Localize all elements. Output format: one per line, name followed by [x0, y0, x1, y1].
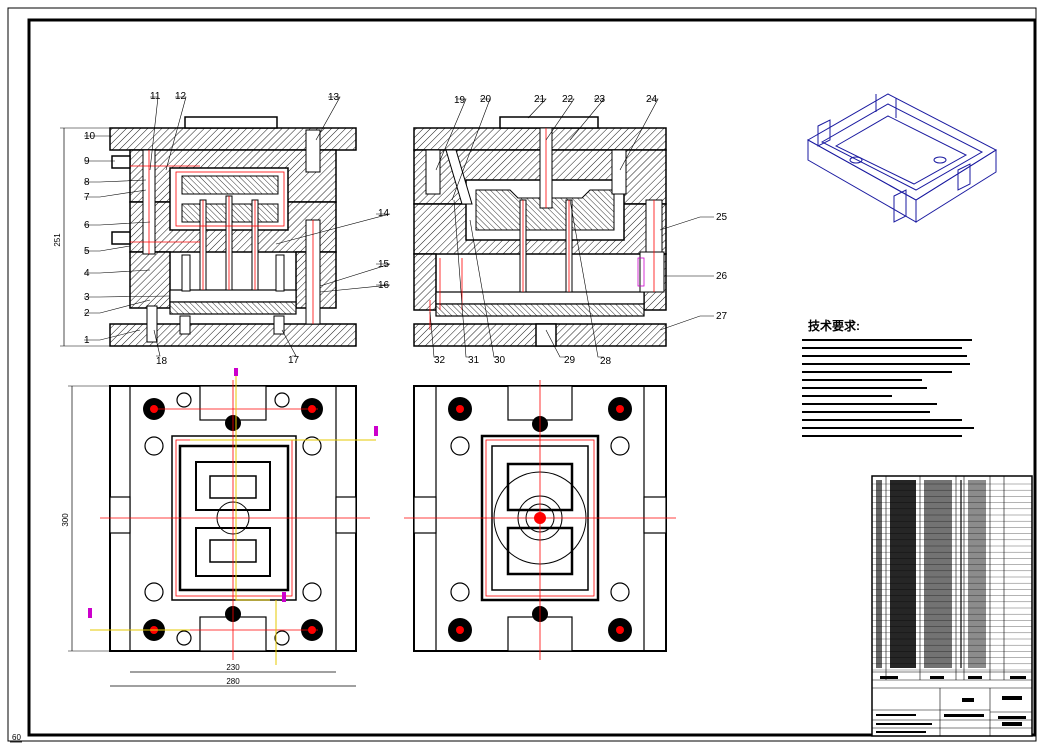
part-label-27: 27	[716, 311, 728, 322]
part-label-16: 16	[378, 280, 390, 291]
part-label-7: 7	[84, 192, 90, 203]
part-label-25: 25	[716, 212, 728, 223]
part-label-1: 1	[84, 335, 90, 346]
dim-width-outer: 280	[226, 677, 240, 686]
dim-height-left: 251	[53, 233, 62, 247]
dim-width-inner: 230	[226, 663, 240, 672]
left-plan-view: 300 230 280	[61, 368, 378, 687]
part-label-19: 19	[454, 95, 466, 106]
right-section-view	[413, 116, 667, 347]
part-label-15: 15	[378, 259, 390, 270]
corner-mark: 60	[12, 733, 21, 742]
part-label-24: 24	[646, 94, 658, 105]
left-section-view: 2 5 1	[53, 116, 357, 347]
part-label-22: 22	[562, 94, 574, 105]
part-label-20: 20	[480, 94, 492, 105]
part-label-21: 21	[534, 94, 546, 105]
dim-height-plan: 300	[61, 513, 70, 527]
part-label-30: 30	[494, 355, 506, 366]
part-label-10: 10	[84, 131, 96, 142]
part-label-6: 6	[84, 220, 90, 231]
part-label-13: 13	[328, 92, 340, 103]
part-label-3: 3	[84, 292, 90, 303]
part-label-9: 9	[84, 156, 90, 167]
part-label-17: 17	[288, 355, 300, 366]
part-label-12: 12	[175, 91, 187, 102]
title-block	[871, 475, 1033, 737]
part-label-5: 5	[84, 246, 90, 257]
part-number-labels: 1 2 3 4 5 6 7 8 9 10 11 12 13 14 15 16 1…	[84, 91, 728, 367]
part-label-31: 31	[468, 355, 480, 366]
part-label-11: 11	[150, 91, 161, 102]
part-label-29: 29	[564, 355, 576, 366]
part-label-18: 18	[156, 356, 168, 367]
part-label-26: 26	[716, 271, 728, 282]
right-plan-view	[404, 380, 676, 660]
part-label-4: 4	[84, 268, 90, 279]
part-label-32: 32	[434, 355, 446, 366]
part-label-23: 23	[594, 94, 606, 105]
isometric-part-view	[806, 93, 998, 223]
part-label-28: 28	[600, 356, 612, 367]
tech-requirements-title: 技术要求:	[808, 318, 860, 333]
part-label-8: 8	[84, 177, 90, 188]
technical-requirements: 技术要求:	[802, 318, 974, 437]
part-label-14: 14	[378, 208, 390, 219]
part-label-2: 2	[84, 308, 90, 319]
sheet-inner-frame	[27, 18, 1037, 737]
part-number-leaders	[84, 96, 714, 358]
